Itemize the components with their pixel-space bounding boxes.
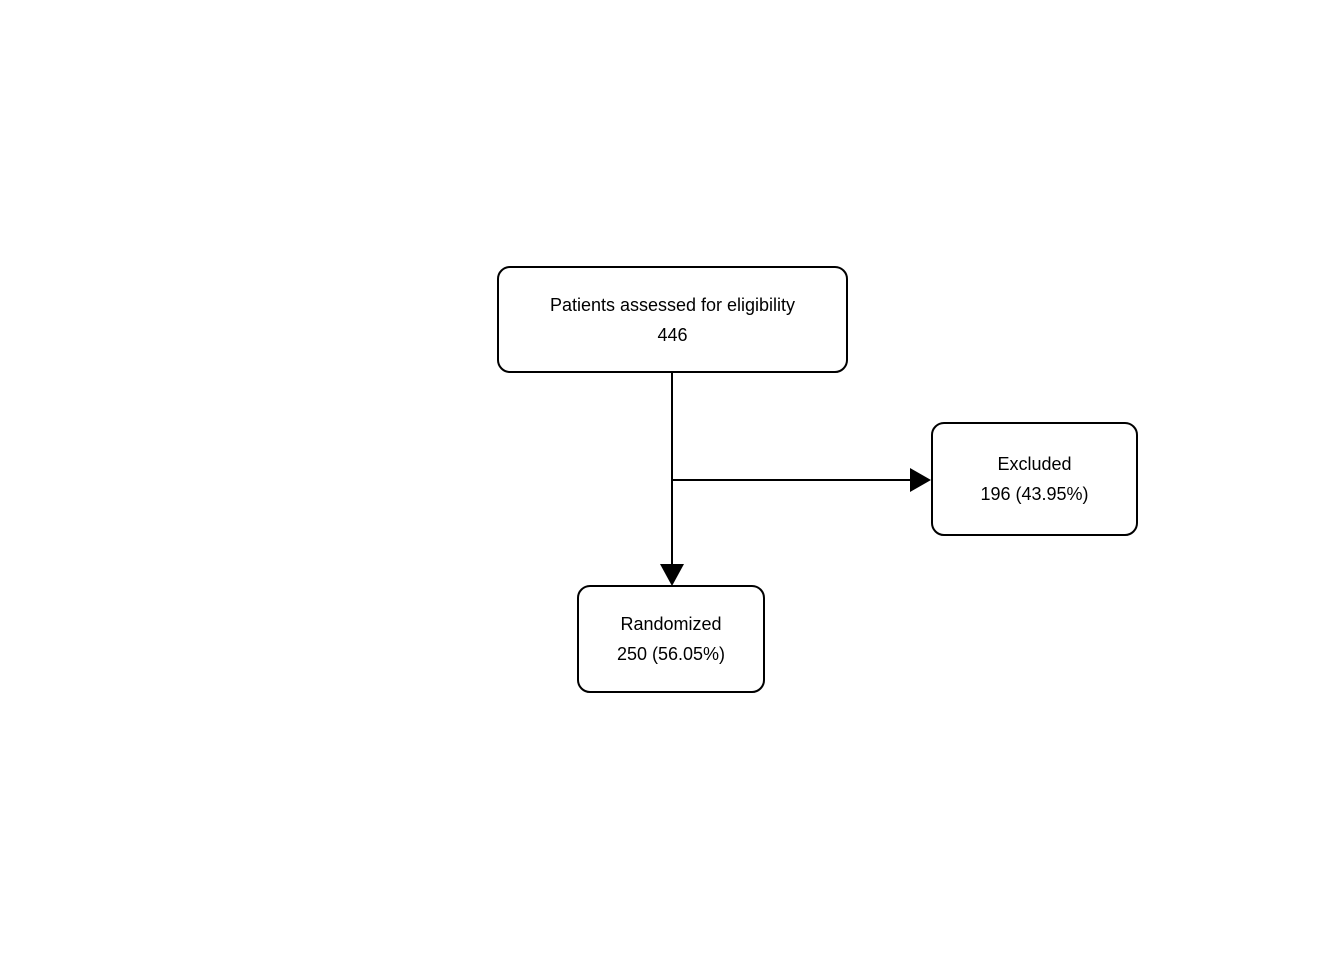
randomized-box: Randomized 250 (56.05%) <box>577 585 765 693</box>
excluded-box: Excluded 196 (43.95%) <box>931 422 1138 536</box>
eligibility-box-value: 446 <box>657 324 688 345</box>
arrowhead-right-icon <box>910 468 931 492</box>
randomized-box-label: Randomized <box>620 614 722 634</box>
randomized-box-value: 250 (56.05%) <box>616 644 726 664</box>
excluded-box-label: Excluded <box>997 454 1072 474</box>
eligibility-box: Patients assessed for eligibility 446 <box>497 266 848 373</box>
excluded-box-value: 196 (43.95%) <box>980 484 1089 504</box>
eligibility-box-label: Patients assessed for eligibility <box>549 294 796 315</box>
arrowhead-down-icon <box>660 564 684 586</box>
